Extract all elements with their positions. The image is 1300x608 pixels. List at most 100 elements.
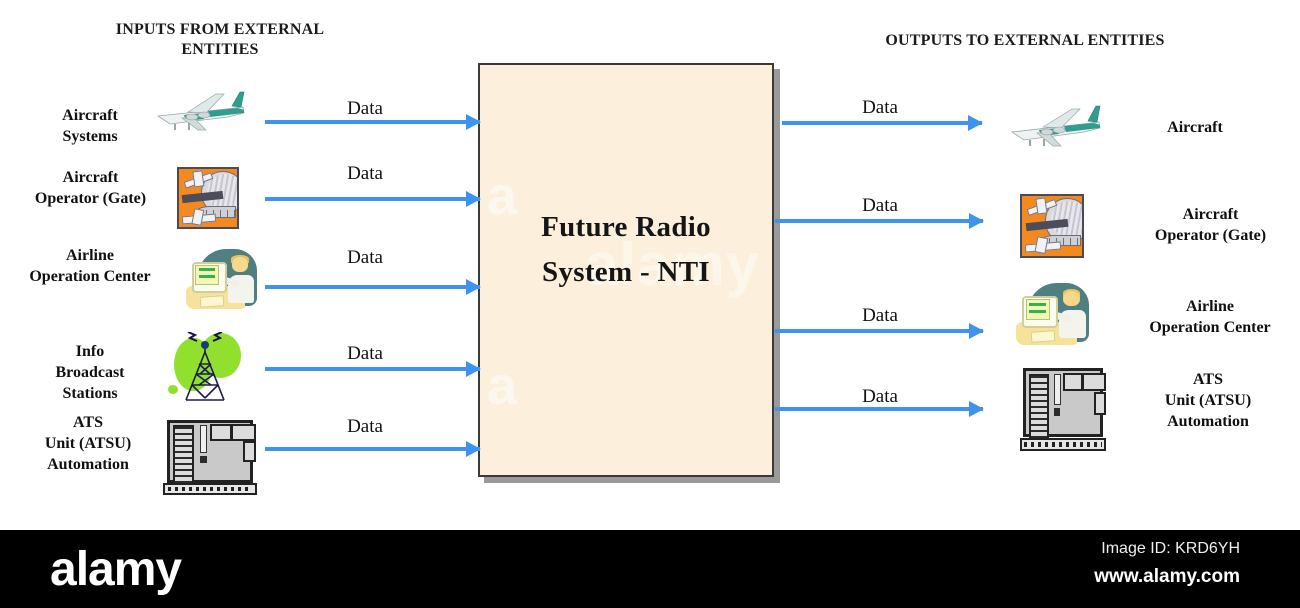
automation-server-icon: [1018, 365, 1108, 451]
input-flow-label-3: Data: [347, 247, 383, 268]
core-system-title: Future Radio System - NTI: [478, 205, 774, 295]
output-4-line-3: Automation: [1167, 412, 1249, 430]
input-4-line-3: Stations: [62, 384, 118, 402]
output-2-line-2: Operator (Gate): [1154, 226, 1267, 244]
server-indicator: [200, 456, 208, 464]
server-vent-panel: [1028, 373, 1049, 443]
core-title-line-2: System - NTI: [542, 255, 710, 288]
alamy-logo: alamy: [50, 543, 182, 596]
output-label-aircraft: Aircraft: [1120, 118, 1270, 139]
input-arrow-2: [265, 191, 481, 207]
arrow-shaft: [265, 120, 480, 124]
input-3-line-2: Operation Center: [29, 267, 151, 285]
server-vertical-bar: [1054, 373, 1061, 405]
ops-monitor-screen: [195, 264, 219, 286]
arrow-head: [969, 323, 984, 339]
jet-bridge-segments: [198, 209, 235, 217]
arrow-head: [968, 115, 983, 131]
output-flow-label-2: Data: [862, 195, 898, 216]
input-4-line-1: Info: [75, 343, 105, 360]
output-arrow-4: [775, 401, 984, 417]
input-label-info-broadcast-stations: Info Broadcast Stations: [20, 342, 160, 404]
server-module-3: [1093, 391, 1106, 415]
input-2-line-2: Operator (Gate): [34, 189, 147, 207]
alamy-url[interactable]: www.alamy.com: [1094, 566, 1240, 587]
operation-center-icon: [186, 248, 258, 310]
input-arrow-1: [265, 114, 481, 130]
arrow-shaft: [265, 285, 480, 289]
alamy-footer-bar: alamy Image ID: KRD6YH www.alamy.com: [0, 530, 1300, 608]
output-label-airline-operation-center: Airline Operation Center: [1120, 297, 1300, 339]
server-base: [1019, 438, 1107, 451]
server-module-2: [1081, 372, 1106, 392]
server-base: [162, 483, 258, 495]
input-arrow-3: [265, 279, 481, 295]
server-vent-panel: [172, 424, 195, 488]
arrow-head: [969, 213, 984, 229]
input-1-line-2: Systems: [62, 127, 118, 145]
input-flow-label-2: Data: [347, 163, 383, 184]
input-3-line-1: Airline: [66, 247, 114, 264]
arrow-head: [466, 191, 481, 207]
input-5-line-2: Unit (ATSU): [44, 434, 132, 452]
input-flow-label-4: Data: [347, 343, 383, 364]
ops-monitor-screen: [1025, 299, 1050, 321]
output-flow-label-4: Data: [862, 386, 898, 407]
jet-bridge-segments: [1042, 238, 1080, 246]
airport-gate-icon: [177, 167, 239, 229]
input-2-line-1: Aircraft: [62, 169, 119, 186]
operation-center-icon: [1016, 282, 1090, 346]
output-2-line-1: Aircraft: [1182, 206, 1239, 223]
server-module-1: [210, 424, 232, 442]
arrow-shaft: [782, 121, 982, 125]
ops-operator-head: [232, 256, 248, 272]
input-4-line-2: Broadcast: [55, 363, 125, 381]
server-module-2: [230, 424, 257, 442]
output-arrow-1: [782, 115, 983, 131]
arrow-shaft: [265, 447, 480, 451]
arrow-shaft: [265, 197, 480, 201]
input-1-line-1: Aircraft: [62, 107, 118, 124]
output-arrow-2: [775, 213, 984, 229]
output-4-line-1: ATS: [1193, 371, 1223, 388]
input-flow-label-5: Data: [347, 416, 383, 437]
output-label-aircraft-operator-gate: Aircraft Operator (Gate): [1128, 205, 1293, 247]
arrow-head: [466, 114, 481, 130]
automation-server-icon: [161, 417, 259, 495]
output-3-line-2: Operation Center: [1149, 318, 1271, 336]
input-arrow-4: [265, 361, 481, 377]
arrow-head: [466, 279, 481, 295]
output-flow-label-1: Data: [862, 97, 898, 118]
arrow-head: [466, 361, 481, 377]
arrow-shaft: [775, 219, 983, 223]
arrow-head: [466, 441, 481, 457]
core-system-box: [478, 63, 774, 477]
output-flow-label-3: Data: [862, 305, 898, 326]
input-5-line-1: ATS: [73, 414, 103, 431]
alamy-image-id: Image ID: KRD6YH: [1101, 540, 1240, 557]
arrow-shaft: [265, 367, 480, 371]
output-4-line-2: Unit (ATSU): [1164, 391, 1252, 409]
output-3-line-1: Airline: [1186, 298, 1234, 315]
arrow-shaft: [775, 329, 983, 333]
airplane-icon: [1002, 100, 1104, 154]
broadcast-tower-icon: [166, 332, 244, 406]
server-module-3: [243, 441, 257, 463]
input-label-aircraft-operator-gate: Aircraft Operator (Gate): [8, 168, 173, 210]
core-title-line-1: Future Radio: [541, 211, 711, 243]
input-label-airline-operation-center: Airline Operation Center: [0, 246, 180, 288]
server-vertical-bar: [200, 424, 208, 454]
ops-paper: [1030, 330, 1056, 344]
gate-plane-bottom: [1024, 241, 1061, 253]
arrow-shaft: [775, 407, 983, 411]
output-1-line-1: Aircraft: [1167, 119, 1223, 136]
input-5-line-3: Automation: [47, 455, 129, 473]
ops-paper: [200, 294, 225, 308]
server-indicator: [1054, 408, 1061, 416]
output-arrow-3: [775, 323, 984, 339]
tower-dot: [167, 384, 178, 395]
outputs-column-header: OUTPUTS TO EXTERNAL ENTITIES: [885, 32, 1165, 49]
gate-plane-bottom: [181, 213, 217, 224]
airport-gate-icon: [1020, 194, 1084, 258]
input-flow-label-1: Data: [347, 98, 383, 119]
